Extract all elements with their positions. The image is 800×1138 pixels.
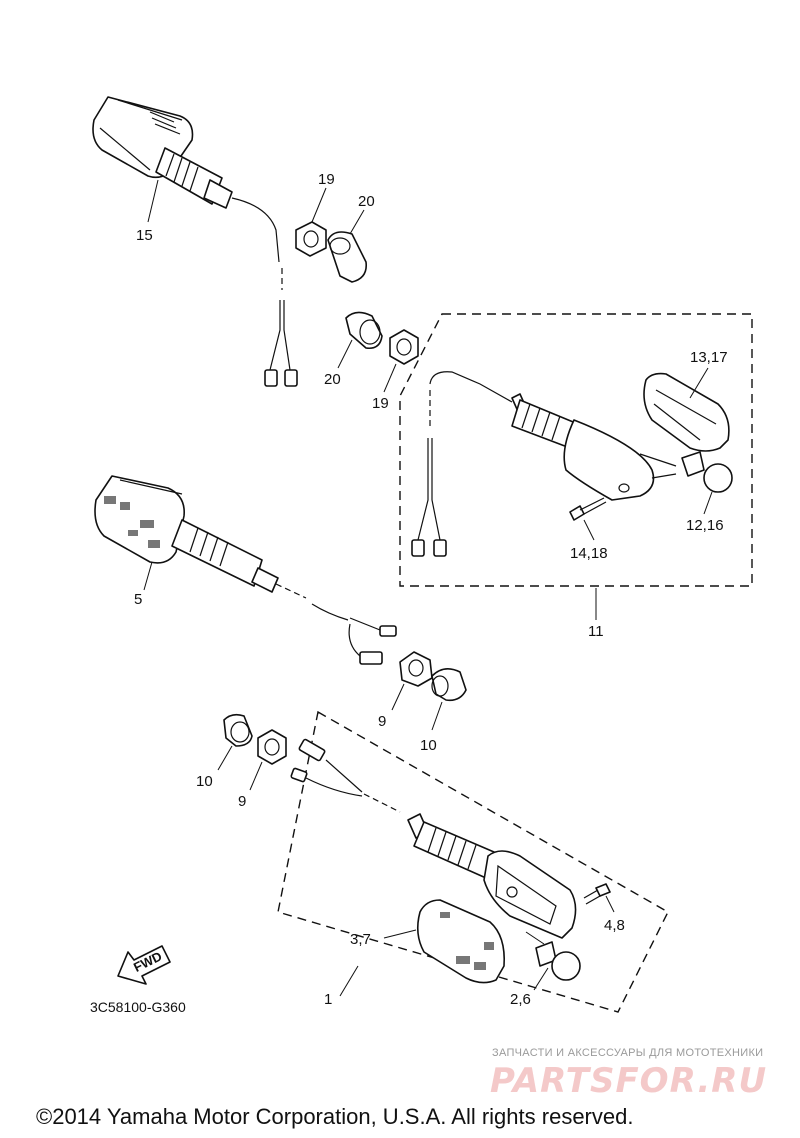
watermark-logo: PARTSFOR.RU xyxy=(490,1061,767,1101)
nut-9-mid xyxy=(399,651,433,687)
label-15: 15 xyxy=(136,227,153,244)
watermark-tagline: ЗАПЧАСТИ И АКСЕССУАРЫ ДЛЯ МОТОТЕХНИКИ xyxy=(492,1047,763,1059)
nut-19-top xyxy=(295,221,327,257)
assembly-box-11 xyxy=(399,313,753,587)
nut-9-left xyxy=(257,729,287,765)
screw-14-18 xyxy=(569,497,607,521)
label-20-top: 20 xyxy=(358,193,375,210)
grommet-10-left xyxy=(223,713,253,747)
flasher-assembly-11 xyxy=(411,371,677,557)
label-12-16: 12,16 xyxy=(686,517,724,534)
label-10-left: 10 xyxy=(196,773,213,790)
label-14-18: 14,18 xyxy=(570,545,608,562)
label-19-top: 19 xyxy=(318,171,335,188)
label-20-mid: 20 xyxy=(324,371,341,388)
lens-13-17 xyxy=(643,372,730,452)
grommet-20-top xyxy=(327,231,368,283)
nut-19-mid xyxy=(389,329,419,365)
grommet-20-mid xyxy=(345,311,383,350)
flasher-assembly-1 xyxy=(290,738,577,939)
flasher-assembly-5 xyxy=(94,475,397,665)
copyright-notice: ©2014 Yamaha Motor Corporation, U.S.A. A… xyxy=(36,1104,633,1129)
label-10-mid: 10 xyxy=(420,737,437,754)
flasher-assembly-15 xyxy=(92,96,298,387)
diagram-code: 3C58100-G360 xyxy=(90,999,186,1015)
label-11: 11 xyxy=(588,623,604,640)
label-13-17: 13,17 xyxy=(690,349,728,366)
grommet-10-mid xyxy=(431,668,467,702)
label-4-8: 4,8 xyxy=(604,917,625,934)
label-3-7: 3,7 xyxy=(350,931,371,948)
bulb-12-16 xyxy=(681,451,733,493)
label-9-mid: 9 xyxy=(378,713,386,730)
label-2-6: 2,6 xyxy=(510,991,531,1008)
label-19-mid: 19 xyxy=(372,395,389,412)
label-1: 1 xyxy=(324,991,332,1008)
label-5: 5 xyxy=(134,591,142,608)
forward-arrow-icon: FWD xyxy=(117,945,171,985)
bulb-2-6 xyxy=(525,931,581,981)
label-9-left: 9 xyxy=(238,793,246,810)
assembly-box-1 xyxy=(277,710,669,1013)
lens-3-7 xyxy=(416,899,506,984)
screw-4-8 xyxy=(583,883,611,905)
